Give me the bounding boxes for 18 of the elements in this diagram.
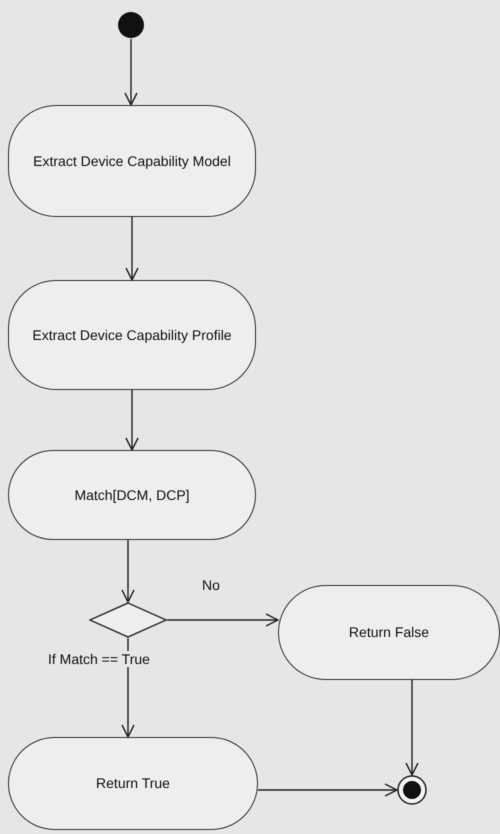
action-label: Return True (96, 774, 170, 794)
action-box (278, 585, 500, 680)
arrow (405, 680, 419, 776)
arrow (167, 613, 279, 627)
arrow (125, 217, 139, 281)
decision-diamond (89, 602, 167, 638)
action-label: Extract Device Capability Profile (32, 326, 232, 345)
edge-label: No (200, 577, 222, 593)
arrow (125, 390, 139, 451)
arrow (121, 540, 135, 603)
action-label: Extract Device Capability Model (33, 152, 231, 171)
end-node (397, 775, 427, 805)
arrow (124, 39, 138, 106)
edge-label: If Match == True (46, 651, 152, 667)
action-label: Match[DCM, DCP] (74, 486, 190, 505)
arrow (258, 783, 398, 797)
start-node (117, 11, 145, 39)
action-label: Return False (348, 623, 430, 642)
